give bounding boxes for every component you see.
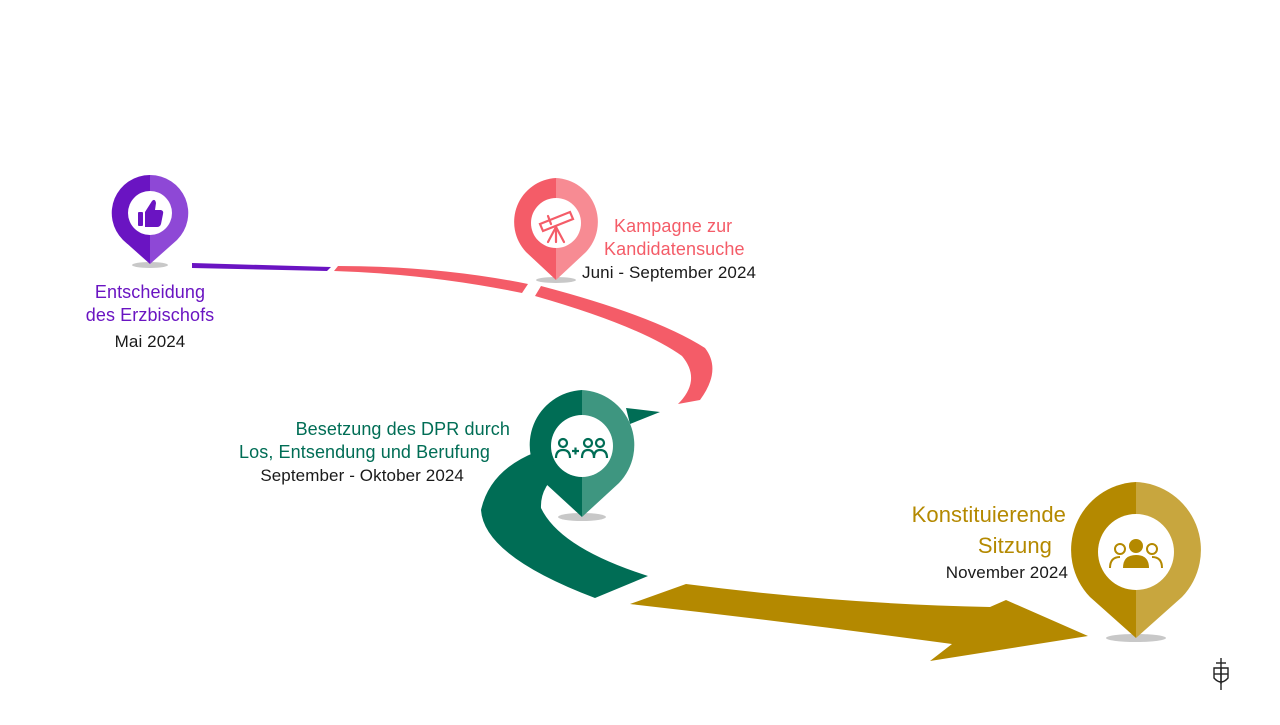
milestone-2-title-line-1: Kampagne zur	[614, 216, 733, 236]
milestone-3-title-line-2: Los, Entsendung und Berufung	[239, 442, 490, 462]
milestone-pin-4	[1071, 482, 1201, 642]
thumbs-up-icon	[138, 199, 164, 227]
milestone-4-title-line-2: Sitzung	[977, 533, 1052, 558]
milestone-3-label: Besetzung des DPR durch Los, Entsendung …	[196, 418, 510, 487]
milestone-4-label: Konstituierende Sitzung November 2024	[860, 499, 1070, 584]
milestone-1-title-line-2: des Erzbischofs	[85, 305, 215, 325]
milestone-3-title-line-1: Besetzung des DPR durch	[295, 419, 510, 439]
path-segment-green-curve	[481, 452, 648, 598]
milestone-pin-1	[111, 174, 189, 268]
people-plus-icon	[554, 437, 609, 459]
milestone-pin-3	[529, 390, 635, 521]
milestone-2-label: Kampagne zur Kandidatensuche Juni - Sept…	[572, 215, 787, 284]
path-segment-coral-1	[334, 266, 528, 293]
milestone-pin-2	[514, 178, 598, 283]
path-segment-purple	[192, 263, 331, 271]
path-segment-coral-2	[535, 286, 713, 404]
milestone-3-date: September - Oktober 2024	[260, 466, 464, 485]
diocese-cross-shield-icon	[1213, 658, 1229, 690]
milestone-1-title-line-1: Entscheidung	[94, 282, 206, 302]
group-icon	[1109, 539, 1163, 569]
milestone-1-label: Entscheidung des Erzbischofs Mai 2024	[66, 281, 234, 353]
milestone-4-title-line-1: Konstituierende	[911, 502, 1066, 527]
telescope-icon	[538, 210, 575, 244]
milestone-4-date: November 2024	[945, 563, 1068, 582]
path-segment-green-arrowhead	[626, 408, 660, 424]
milestone-1-date: Mai 2024	[114, 332, 186, 351]
milestone-2-date: Juni - September 2024	[582, 263, 757, 282]
path-segment-gold-arrow	[630, 584, 1088, 661]
milestone-2-title-line-2: Kandidatensuche	[604, 239, 745, 259]
